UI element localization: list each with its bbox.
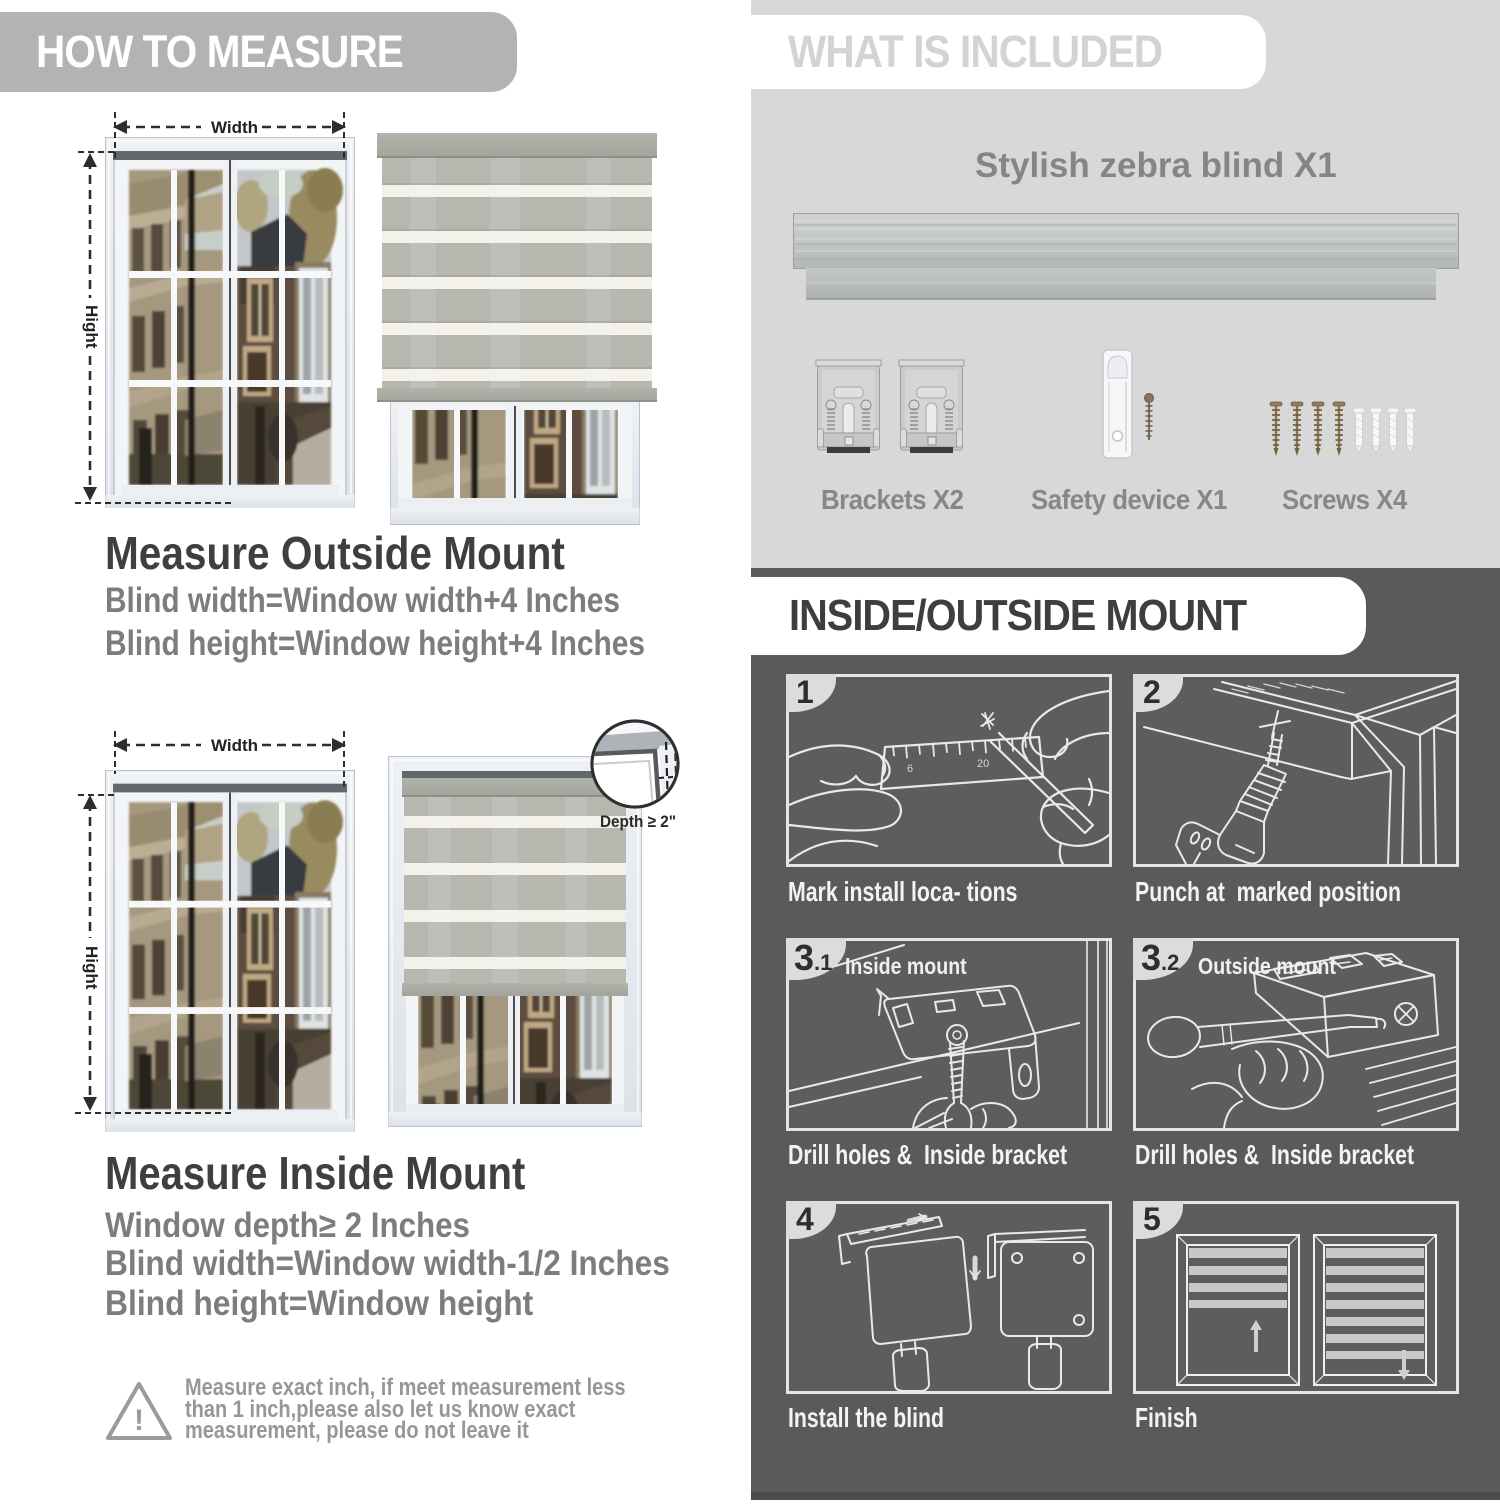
svg-text:6: 6: [907, 763, 913, 775]
svg-text:20: 20: [977, 758, 989, 770]
svg-text:!: !: [134, 1404, 144, 1437]
svg-text:Hight: Hight: [82, 305, 101, 349]
svg-text:Width: Width: [211, 118, 258, 137]
svg-text:Hight: Hight: [82, 946, 101, 990]
svg-text:Width: Width: [211, 736, 258, 755]
